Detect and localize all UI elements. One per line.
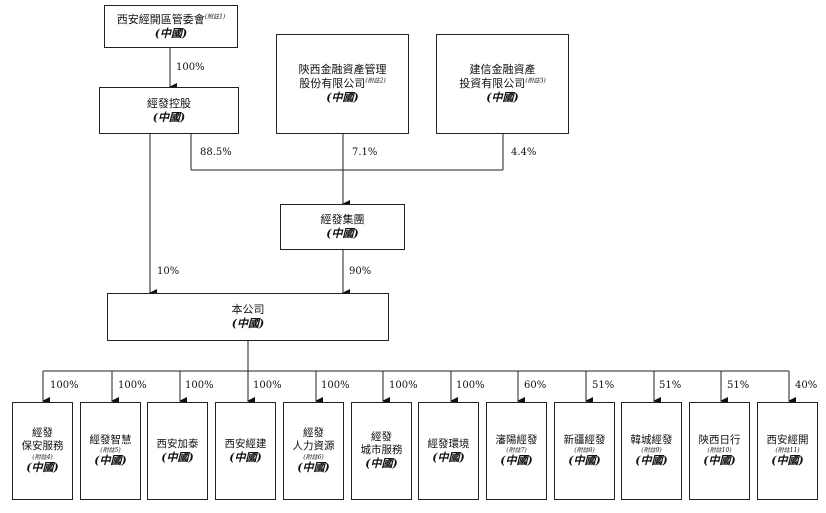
subsidiary-pct: 100% [321, 380, 350, 391]
subsidiary-name-line2: 保安服務 [21, 440, 64, 453]
subsidiary-box: 瀋陽經發(附註7)(中國) [486, 402, 547, 500]
pct-amc-group: 7.1% [352, 147, 378, 158]
subsidiary-country: (中國) [703, 454, 736, 468]
subsidiary-box: 西安加泰(中國) [147, 402, 208, 500]
shaanxi-amc-country: (中國) [326, 90, 359, 104]
subsidiary-country: (中國) [297, 461, 330, 474]
box-group: 經發集團 (中國) [280, 204, 405, 250]
subsidiary-box: 經發環境(中國) [418, 402, 479, 500]
box-xian-committee: 西安經開區管委會(附註1) (中國) [104, 5, 238, 48]
subsidiary-country: (中國) [432, 450, 465, 464]
subsidiary-name-line1: 韓城經發 [630, 433, 673, 446]
holding-country: (中國) [152, 110, 186, 124]
ccb-asset-note: (附註3) [525, 77, 546, 85]
subsidiary-pct: 40% [795, 380, 818, 391]
subsidiary-name-line1: 陝西日行 [698, 433, 741, 446]
subsidiary-box: 西安經建(中國) [215, 402, 276, 500]
subsidiary-country: (中國) [500, 454, 533, 468]
subsidiary-note: (附註4) [32, 453, 53, 461]
subsidiary-country: (中國) [94, 454, 127, 468]
subsidiary-box: 西安經開(附註11)(中國) [757, 402, 818, 500]
subsidiary-name-line2: 人力資源 [292, 440, 335, 453]
subsidiary-name-line1: 新疆經發 [563, 433, 606, 446]
subsidiary-name-line2: 城市服務 [360, 444, 403, 457]
shaanxi-amc-line2: 股份有限公司 [299, 77, 366, 91]
box-shaanxi-amc: 陝西金融資產管理 股份有限公司(附註2) (中國) [276, 34, 409, 134]
xian-committee-country: (中國) [154, 26, 188, 40]
subsidiary-note: (附註6) [303, 453, 324, 461]
subsidiary-box: 韓城經發(附註9)(中國) [621, 402, 682, 500]
subsidiary-name-line1: 瀋陽經發 [495, 433, 538, 446]
subsidiary-name-line1: 西安經建 [224, 437, 267, 450]
subsidiary-note: (附註11) [775, 446, 800, 454]
subsidiary-pct: 100% [389, 380, 418, 391]
subsidiary-box: 經發智慧(附註5)(中國) [80, 402, 141, 500]
subsidiary-pct: 51% [592, 380, 615, 391]
box-company: 本公司 (中國) [107, 293, 389, 341]
subsidiary-name-line1: 經發環境 [427, 437, 470, 450]
subsidiary-pct: 100% [118, 380, 147, 391]
pct-group-company: 90% [349, 266, 372, 277]
shaanxi-amc-note: (附註2) [365, 77, 386, 85]
subsidiary-pct: 100% [185, 380, 214, 391]
group-country: (中國) [326, 227, 359, 240]
subsidiary-country: (中國) [229, 450, 262, 464]
subsidiary-note: (附註10) [707, 446, 732, 454]
pct-holding-company: 10% [157, 266, 180, 277]
subsidiary-pct: 100% [253, 380, 282, 391]
subsidiary-country: (中國) [26, 461, 59, 474]
xian-committee-name: 西安經開區管委會 [116, 12, 205, 26]
subsidiary-note: (附註5) [100, 446, 121, 454]
subsidiary-box: 經發人力資源(附註6)(中國) [283, 402, 344, 500]
subsidiary-box: 陝西日行(附註10)(中國) [689, 402, 750, 500]
box-holding: 經發控股 (中國) [99, 87, 239, 134]
subsidiary-pct: 51% [659, 380, 682, 391]
subsidiary-box: 經發城市服務(中國) [351, 402, 412, 500]
ccb-asset-country: (中國) [486, 90, 519, 104]
subsidiary-note: (附註7) [506, 446, 527, 454]
pct-ccb-group: 4.4% [511, 147, 537, 158]
company-name: 本公司 [231, 303, 265, 317]
group-name: 經發集團 [320, 213, 365, 227]
ccb-asset-line1: 建信金融資產 [469, 63, 536, 77]
shaanxi-amc-line1: 陝西金融資產管理 [298, 63, 387, 77]
ccb-asset-line2: 投資有限公司 [459, 77, 526, 91]
subsidiary-country: (中國) [635, 454, 668, 468]
subsidiary-name-line1: 西安加泰 [156, 437, 199, 450]
subsidiary-country: (中國) [771, 454, 804, 468]
subsidiary-note: (附註8) [574, 446, 595, 454]
subsidiary-pct: 60% [524, 380, 547, 391]
company-country: (中國) [231, 317, 265, 330]
xian-committee-note: (附註1) [204, 13, 226, 21]
holding-name: 經發控股 [147, 96, 191, 110]
subsidiary-name-line1: 經發智慧 [89, 433, 132, 446]
subsidiary-name-line1: 經發 [32, 427, 53, 440]
subsidiary-pct: 51% [727, 380, 750, 391]
subsidiary-name-line1: 西安經開 [766, 433, 809, 446]
subsidiary-note: (附註9) [641, 446, 662, 454]
subsidiary-pct: 100% [456, 380, 485, 391]
subsidiary-box: 經發保安服務(附註4)(中國) [12, 402, 73, 500]
subsidiary-pct: 100% [50, 380, 79, 391]
subsidiary-name-line1: 經發 [303, 427, 324, 440]
subsidiary-country: (中國) [365, 457, 398, 471]
pct-holding-group: 88.5% [200, 147, 232, 158]
subsidiary-country: (中國) [161, 450, 194, 464]
subsidiary-country: (中國) [568, 454, 601, 468]
subsidiary-box: 新疆經發(附註8)(中國) [554, 402, 615, 500]
box-ccb-asset: 建信金融資產 投資有限公司(附註3) (中國) [436, 34, 569, 134]
subsidiary-name-line1: 經發 [371, 431, 392, 443]
pct-committee-holding: 100% [176, 62, 205, 73]
